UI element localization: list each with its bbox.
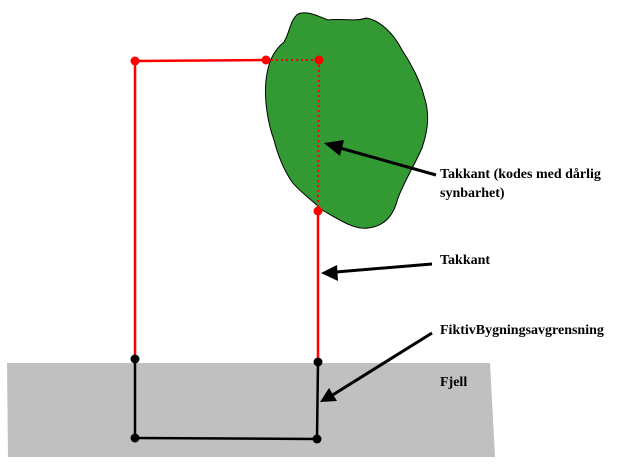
fiktiv-vertex	[130, 354, 140, 364]
takkant-line-top	[134, 58, 267, 63]
takkant-vertex	[130, 56, 140, 66]
tree-canopy-icon	[265, 12, 429, 229]
fjell-terrain-area	[7, 363, 495, 457]
label-takkant: Takkant	[440, 253, 490, 268]
label-fiktiv-bygningsavgrensning: FiktivBygningsavgrensning	[440, 323, 604, 338]
fiktiv-line-bottom	[134, 436, 318, 441]
fiktiv-line-right	[315, 361, 320, 440]
label-takkant-poor-visibility-line2: synbarhet)	[440, 186, 505, 201]
takkant-vertex	[313, 206, 323, 216]
arrow-takkant-poor	[324, 140, 437, 177]
arrow-fiktiv	[320, 331, 433, 402]
takkant-poor-visibility-right	[317, 59, 320, 212]
arrow-takkant	[321, 262, 433, 281]
fiktiv-vertex	[130, 433, 140, 443]
label-fjell: Fjell	[440, 375, 467, 390]
fiktiv-vertex	[313, 357, 323, 367]
takkant-vertex	[314, 55, 324, 65]
takkant-vertex	[261, 55, 271, 65]
label-takkant-poor-visibility-line1: Takkant (kodes med dårlig	[440, 167, 601, 182]
fiktiv-vertex	[312, 434, 322, 444]
